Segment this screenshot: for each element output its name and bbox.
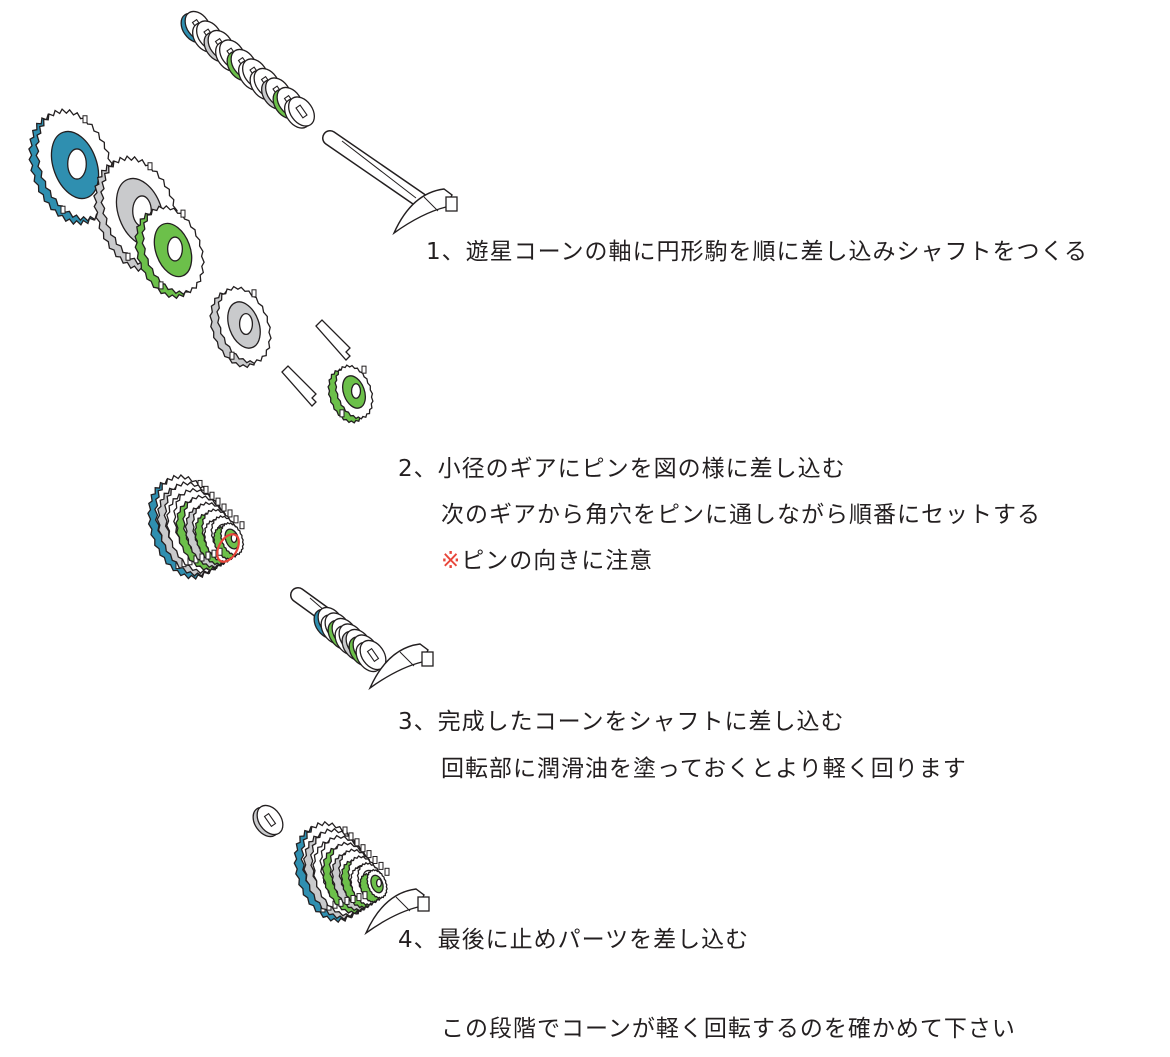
shaft xyxy=(322,130,428,208)
gear-slot xyxy=(372,856,378,864)
gear-slot xyxy=(366,850,372,859)
gear-slot xyxy=(361,365,367,374)
gear-green-small xyxy=(327,364,374,424)
gear-slot xyxy=(227,509,233,518)
gear-slot xyxy=(211,549,217,558)
cone-tip xyxy=(364,888,425,936)
gear-slot xyxy=(215,497,221,506)
gear-gray-small xyxy=(209,285,272,369)
gear-slot xyxy=(384,867,390,876)
step-2-note: ※ピンの向きに注意 xyxy=(441,547,653,575)
pin-highlight-ring xyxy=(216,533,240,563)
gear-slot xyxy=(350,895,356,903)
step-2-line-2: 次のギアから角穴をピンに通しながら順番にセットする xyxy=(441,502,1041,528)
gear-slot xyxy=(60,205,66,214)
step-2-note-text: ピンの向きに注意 xyxy=(461,548,654,574)
step-1-figure xyxy=(180,10,458,236)
gear-green xyxy=(134,204,205,300)
cone-tip-edge xyxy=(399,651,415,667)
cone-tip-part xyxy=(392,188,458,236)
gear-hole xyxy=(350,383,362,399)
gear-slot xyxy=(348,832,354,841)
gear-slot xyxy=(125,252,131,261)
pin-lower xyxy=(281,365,317,407)
gear-slot xyxy=(251,289,257,298)
step-4-figure xyxy=(252,804,430,936)
gear-hole xyxy=(375,878,383,888)
gear-slot xyxy=(354,838,360,847)
step-1-line-1: 1、遊星コーンの軸に円形駒を順に差し込みシャフトをつくる xyxy=(426,239,1089,265)
gear-slot xyxy=(205,551,211,560)
cone-tip-edge xyxy=(423,196,439,212)
step-3-figure xyxy=(290,587,434,691)
gear-slot xyxy=(203,485,209,494)
pin-upper xyxy=(315,319,351,361)
stacked-cone xyxy=(147,474,245,580)
step-4-line-2: この段階でコーンが軽く回転するのを確かめて下さい xyxy=(441,1016,1016,1042)
gear-slot xyxy=(356,893,362,902)
washer-slot xyxy=(295,104,308,119)
washer xyxy=(283,96,316,129)
pin xyxy=(315,319,351,361)
pin xyxy=(281,365,317,407)
step-3-line-1: 3、完成したコーンをシャフトに差し込む xyxy=(398,709,845,735)
gear-slot xyxy=(342,826,348,835)
gear-large-blue xyxy=(28,108,115,226)
gear-hole xyxy=(238,312,254,336)
step-4-line-1: 4、最後に止めパーツを差し込む xyxy=(398,927,750,953)
gear-hole xyxy=(166,236,184,262)
gear-slot xyxy=(344,896,350,905)
gear-slot xyxy=(362,891,368,900)
cone-tip-edge xyxy=(395,896,411,912)
gear-slot xyxy=(360,844,366,853)
gear-hole xyxy=(67,148,87,180)
step-2-line-1: 2、小径のギアにピンを図の様に差し込む xyxy=(398,456,846,482)
washer-slot xyxy=(263,812,277,828)
gear-slot xyxy=(82,115,88,124)
gear-stack-exploded xyxy=(28,108,374,424)
gear-slot xyxy=(158,281,164,290)
cone-tip-stub xyxy=(417,896,430,912)
gear-slot xyxy=(199,553,205,562)
cone-tip-stub xyxy=(445,196,458,212)
warning-mark: ※ xyxy=(441,548,462,574)
gear-slot xyxy=(229,351,235,360)
cone-tip xyxy=(392,188,453,236)
gear-slot xyxy=(209,491,215,500)
step-3-line-2: 回転部に潤滑油を塗っておくとより軽く回ります xyxy=(441,756,967,782)
cone-tip-part xyxy=(364,888,430,936)
washer-slot xyxy=(366,647,380,663)
cone-tip xyxy=(368,643,429,691)
gear-slot xyxy=(180,209,186,218)
gear-slot xyxy=(339,409,345,418)
cone-tip-stub xyxy=(421,651,434,667)
cone-tip-part xyxy=(368,643,434,691)
gear-slot xyxy=(378,861,384,870)
gear-slot xyxy=(221,503,227,512)
assembled-gear xyxy=(359,867,390,904)
stopper-part xyxy=(252,804,284,838)
gear-slot xyxy=(147,162,153,171)
gear-slot xyxy=(233,515,239,524)
shaft-groove xyxy=(341,140,417,199)
gear-slot xyxy=(239,521,245,530)
